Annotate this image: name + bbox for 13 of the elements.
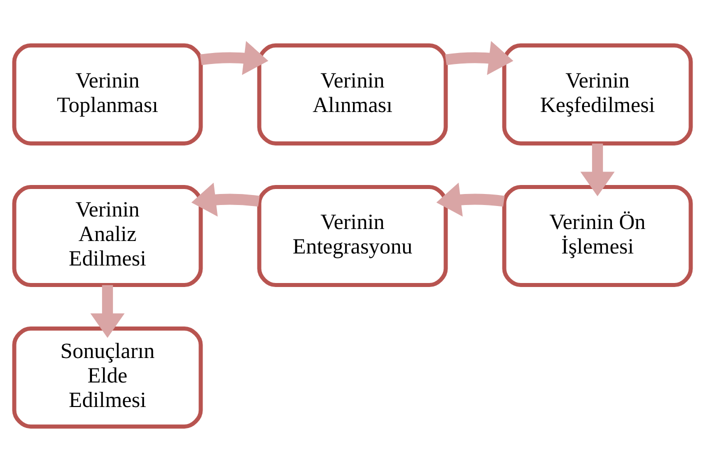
node-box: Verinin Alınması <box>257 43 448 146</box>
arrow <box>200 40 268 75</box>
arrow <box>580 144 615 196</box>
arrow <box>445 40 514 75</box>
arrow <box>191 182 260 217</box>
node-box: Sonuçların Elde Edilmesi <box>12 326 203 429</box>
node-box: Verinin Toplanması <box>12 43 203 146</box>
node-box: Verinin Keşfedilmesi <box>502 43 693 146</box>
node-box: Verinin Ön İşlemesi <box>502 184 693 288</box>
arrow <box>90 285 125 338</box>
node-box: Verinin Analiz Edilmesi <box>12 184 203 288</box>
arrow <box>436 182 505 217</box>
node-box: Verinin Entegrasyonu <box>257 184 448 288</box>
